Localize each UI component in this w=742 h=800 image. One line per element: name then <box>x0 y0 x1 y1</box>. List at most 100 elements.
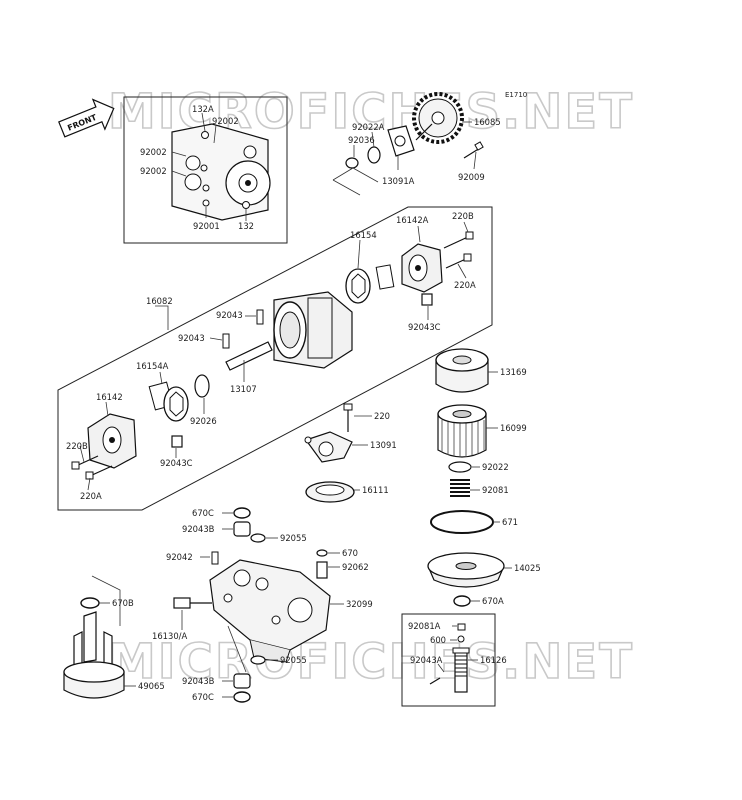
label-92043B-bottom: 92043B <box>182 676 215 686</box>
washer-92022A <box>367 146 381 164</box>
o-ring-670C-top <box>233 507 251 519</box>
pin-92043C-right <box>421 293 433 306</box>
label-92055-bottom: 92055 <box>280 655 307 665</box>
label-16082: 16082 <box>146 296 173 306</box>
label-16154: 16154 <box>350 230 377 240</box>
washer-92026 <box>194 374 210 398</box>
label-92036: 92036 <box>348 135 375 145</box>
label-220B-left: 220B <box>66 441 88 451</box>
label-92022: 92022 <box>482 462 509 472</box>
label-92043-b: 92043 <box>178 333 205 343</box>
label-92081: 92081 <box>482 485 509 495</box>
bolts-220A-220B-left <box>71 455 113 480</box>
relief-valve-16126 <box>452 647 470 693</box>
spring-92081A <box>457 623 466 631</box>
o-ring-670B <box>80 597 100 609</box>
shaft-13107 <box>225 341 273 371</box>
strainer-16111 <box>305 481 355 503</box>
label-13169: 13169 <box>500 367 527 377</box>
pump-body-32099 <box>209 559 331 663</box>
pin-92043-a <box>256 309 264 325</box>
label-670A: 670A <box>482 596 504 606</box>
right-leaders <box>470 371 512 602</box>
dowel-92043B-bottom <box>233 673 251 689</box>
pump-cover-part <box>171 123 271 221</box>
assembly-leaders <box>79 221 469 491</box>
washer-92055-top <box>250 533 266 543</box>
label-92043-a: 92043 <box>216 310 243 320</box>
label-92043B-top: 92043B <box>182 524 215 534</box>
label-16142A: 16142A <box>396 215 429 225</box>
label-92062: 92062 <box>342 562 369 572</box>
o-ring-670A <box>453 595 471 607</box>
label-92043A: 92043A <box>410 655 443 665</box>
label-132A: 132A <box>192 104 214 114</box>
label-49065: 49065 <box>138 681 165 691</box>
label-16154A: 16154A <box>136 361 169 371</box>
washer-92055-bottom <box>250 655 266 665</box>
label-16126: 16126 <box>480 655 507 665</box>
label-92081A: 92081A <box>408 621 441 631</box>
pump-cover-16142 <box>87 413 137 469</box>
filter-cap-13169 <box>435 348 489 393</box>
label-16099: 16099 <box>500 423 527 433</box>
label-92026: 92026 <box>190 416 217 426</box>
rotor-16154 <box>345 264 395 304</box>
filter-base-14025 <box>427 552 505 588</box>
label-92002-a: 92002 <box>212 116 239 126</box>
relief-valve-box <box>401 613 496 707</box>
label-16111: 16111 <box>362 485 389 495</box>
left-leaders <box>99 602 136 687</box>
bolt-220 <box>343 403 353 432</box>
o-ring-671 <box>430 510 494 534</box>
label-670C-top: 670C <box>192 508 214 518</box>
label-13091: 13091 <box>370 440 397 450</box>
pump-housing-part <box>273 291 353 369</box>
label-600: 600 <box>430 635 446 645</box>
driven-gear-part <box>412 92 464 144</box>
inset-box-cover <box>123 96 288 244</box>
label-92022A: 92022A <box>352 122 385 132</box>
label-92001: 92001 <box>193 221 220 231</box>
dowel-92043B-top <box>233 521 251 537</box>
washer-92022 <box>448 461 472 473</box>
body-leaders <box>181 512 344 698</box>
o-ring-670 <box>316 549 328 557</box>
pin-92042 <box>211 551 219 565</box>
label-220A-right: 220A <box>454 280 476 290</box>
pin-92043C-left <box>171 435 183 448</box>
oil-strainer-49065 <box>63 611 125 699</box>
ball-600 <box>457 635 465 643</box>
pump-assembly-box <box>57 206 493 511</box>
bolts-220A-220B-right <box>443 231 474 269</box>
label-16142: 16142 <box>96 392 123 402</box>
label-92002-c: 92002 <box>140 166 167 176</box>
label-671: 671 <box>502 517 518 527</box>
label-16085: 16085 <box>474 117 501 127</box>
label-92002-b: 92002 <box>140 147 167 157</box>
ring-92036 <box>345 157 359 169</box>
label-92009: 92009 <box>458 172 485 182</box>
pump-cover-16142A <box>401 243 443 293</box>
label-220A-left: 220A <box>80 491 102 501</box>
label-92043C-left: 92043C <box>160 458 193 468</box>
label-670: 670 <box>342 548 358 558</box>
spring-92081 <box>450 479 470 497</box>
label-16130A: 16130/A <box>152 631 187 641</box>
label-670B: 670B <box>112 598 134 608</box>
rotor-16154A <box>148 381 189 422</box>
pin-92043A <box>429 677 441 685</box>
label-14025: 14025 <box>514 563 541 573</box>
label-92043C-right: 92043C <box>408 322 441 332</box>
label-132: 132 <box>238 221 254 231</box>
pin-92043-b <box>222 333 230 349</box>
label-670C-bottom: 670C <box>192 692 214 702</box>
pin-92062 <box>316 561 328 579</box>
bolt-92009 <box>463 141 484 159</box>
label-32099: 32099 <box>346 599 373 609</box>
label-13107: 13107 <box>230 384 257 394</box>
label-220: 220 <box>374 411 390 421</box>
oil-filter-16099 <box>437 404 487 458</box>
inset-leaders <box>171 112 247 221</box>
